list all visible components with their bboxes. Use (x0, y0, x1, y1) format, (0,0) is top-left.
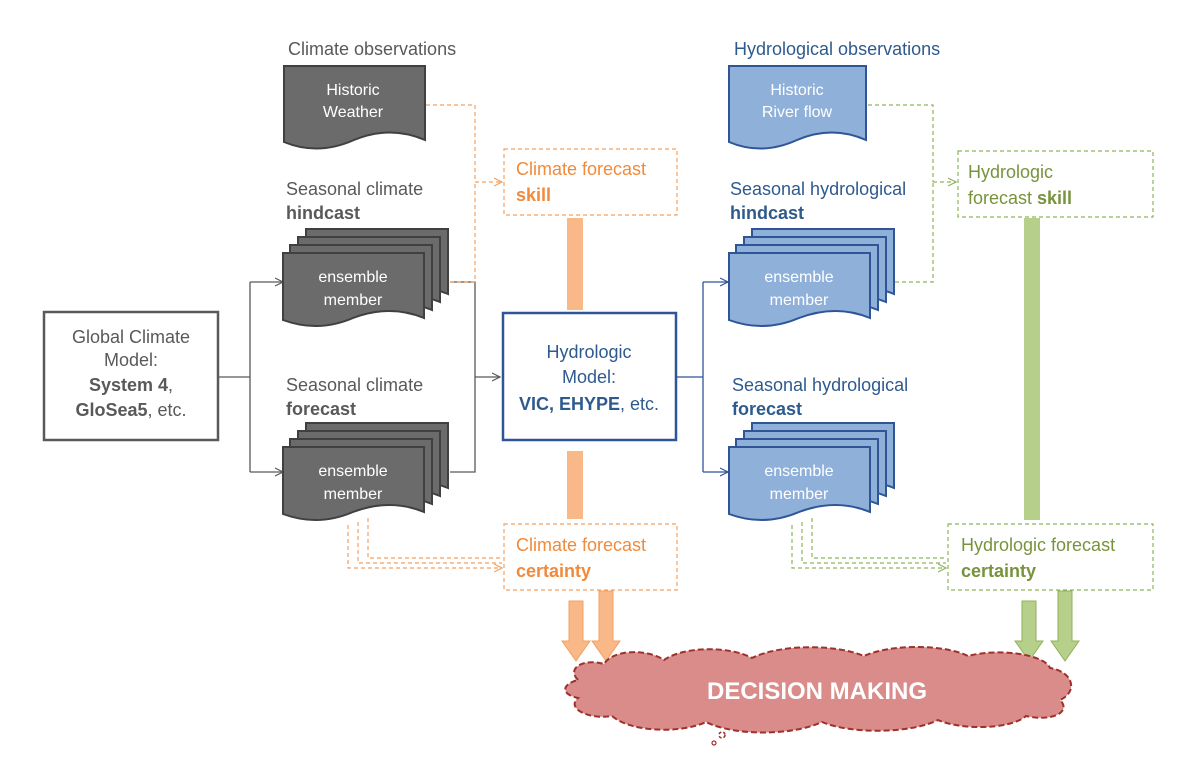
gcm-connectors (218, 282, 283, 472)
model-to-hydro-connectors (676, 282, 728, 472)
climate-forecast-subtitle: forecast (286, 399, 356, 419)
climate-forecast-title: Seasonal climate (286, 375, 423, 395)
climate-hindcast-ensemble-stack: ensemble member (282, 228, 449, 328)
hydro-skill-line2: forecast skill (968, 188, 1072, 208)
hydro-forecast-title: Seasonal hydrological (732, 375, 908, 395)
hydrological-observations-title: Hydrological observations (734, 39, 940, 59)
hydro-forecast-ensemble-stack: ensemble member (728, 422, 895, 522)
climate-forecast-skill-box: Climate forecast skill (503, 148, 678, 216)
climate-certainty-bar (567, 451, 583, 519)
hydro-model-line3: VIC, EHYPE, etc. (519, 394, 659, 414)
gcm-line3-rest: , (168, 375, 173, 395)
historic-river-flow-document: Historic River flow (728, 65, 867, 150)
climate-forecast-ensemble-stack: ensemble member (282, 422, 449, 522)
hydro-forecast-doc-line2: member (770, 486, 829, 503)
hydrologic-forecast-certainty-box: Hydrologic forecast certainty (947, 523, 1154, 591)
hydro-certainty-line1: Hydrologic forecast (961, 535, 1115, 555)
historic-weather-line1: Historic (326, 82, 379, 99)
climate-hindcast-doc-line1: ensemble (318, 269, 387, 286)
hydro-hindcast-ensemble-stack: ensemble member (728, 228, 895, 328)
gcm-line4: GloSea5, etc. (75, 400, 186, 420)
hydro-hindcast-doc-line1: ensemble (764, 269, 833, 286)
hydro-skill-line2-a: forecast (968, 188, 1037, 208)
gcm-line4-bold: GloSea5 (75, 400, 147, 420)
historic-weather-document: Historic Weather (283, 65, 426, 150)
gcm-line3-bold: System 4 (89, 375, 168, 395)
hydro-skill-connectors (868, 104, 956, 283)
climate-forecast-doc-line2: member (324, 486, 383, 503)
climate-hindcast-subtitle: hindcast (286, 203, 360, 223)
hydro-certainty-connectors (791, 518, 946, 568)
historic-weather-line2: Weather (323, 104, 384, 121)
climate-hindcast-doc-line2: member (324, 292, 383, 309)
climate-skill-line1: Climate forecast (516, 159, 646, 179)
hydro-model-line3-bold: VIC, EHYPE (519, 394, 620, 414)
historic-river-flow-line2: River flow (762, 104, 833, 121)
orange-down-arrow-right (591, 590, 621, 662)
green-down-arrow-right (1050, 590, 1080, 662)
hydro-skill-line1: Hydrologic (968, 162, 1053, 182)
climate-skill-line2: skill (516, 185, 551, 205)
hydrologic-model-box: Hydrologic Model: VIC, EHYPE, etc. (501, 311, 678, 442)
gcm-line3: System 4, (89, 375, 173, 395)
climate-observations-title: Climate observations (288, 39, 456, 59)
global-climate-model-box: Global Climate Model: System 4, GloSea5,… (42, 310, 220, 442)
decision-making-cloud: DECISION MAKING (564, 646, 1073, 746)
hydro-hindcast-subtitle: hindcast (730, 203, 804, 223)
gcm-line2: Model: (104, 350, 158, 370)
climate-certainty-connectors (347, 518, 502, 568)
climate-skill-bar (567, 218, 583, 310)
climate-forecast-certainty-box: Climate forecast certainty (503, 523, 678, 591)
climate-certainty-line2: certainty (516, 561, 591, 581)
hydro-model-line3-rest: , etc. (620, 394, 659, 414)
hydro-hindcast-title: Seasonal hydrological (730, 179, 906, 199)
green-down-arrow-left (1014, 600, 1044, 662)
orange-down-arrow-left (561, 600, 591, 662)
climate-to-model-connectors (450, 281, 500, 473)
hydro-model-line1: Hydrologic (546, 342, 631, 362)
hydro-forecast-doc-line1: ensemble (764, 463, 833, 480)
gcm-line1: Global Climate (72, 327, 190, 347)
decision-making-label: DECISION MAKING (707, 678, 927, 705)
hydro-hindcast-doc-line2: member (770, 292, 829, 309)
hydro-skill-line2-b: skill (1037, 188, 1072, 208)
climate-forecast-doc-line1: ensemble (318, 463, 387, 480)
historic-river-flow-line1: Historic (770, 82, 823, 99)
gcm-line4-rest: , etc. (148, 400, 187, 420)
climate-skill-connectors (426, 104, 502, 283)
hydro-forecast-subtitle: forecast (732, 399, 802, 419)
climate-hindcast-title: Seasonal climate (286, 179, 423, 199)
hydro-certainty-line2: certainty (961, 561, 1036, 581)
hydro-model-line2: Model: (562, 367, 616, 387)
climate-certainty-line1: Climate forecast (516, 535, 646, 555)
hydrologic-forecast-skill-box: Hydrologic forecast skill (957, 150, 1154, 218)
hydro-skill-bar (1024, 218, 1040, 520)
